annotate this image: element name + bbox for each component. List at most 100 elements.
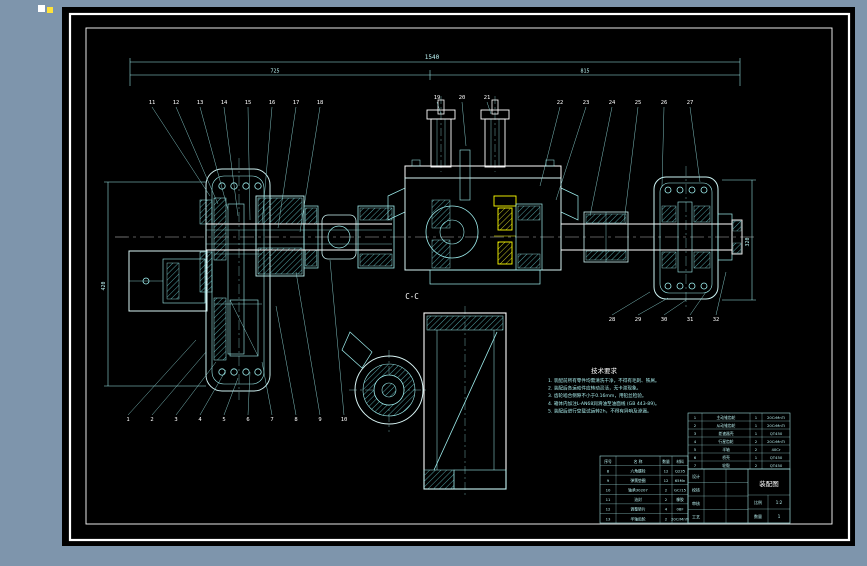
callout-label: 14 [221,100,228,106]
table-cell: QT450 [770,431,783,436]
callout-label: 25 [635,100,642,106]
leader-line [611,291,651,316]
leader-line [295,271,321,416]
leader-line [151,351,207,416]
callout-label: 9 [318,417,321,423]
table-cell: Q235 [675,468,686,473]
callout-label: 20 [459,95,466,101]
callout-label: 1 [126,417,129,423]
paper-sheet [62,7,855,546]
section-view [341,312,507,490]
callout-label: 30 [661,317,668,323]
callout-label: 13 [197,100,204,106]
dim-left-height: 420 [101,281,107,290]
notes-title: 技术要求 [591,366,618,375]
toolbar-icon[interactable] [38,5,53,13]
drawing-title: 装配图 [759,479,779,488]
callout-label: 19 [434,95,441,101]
table-cell: 轮毂 [722,463,730,468]
sign-label: 工艺 [692,515,700,520]
dim-right-height: 320 [745,237,751,246]
title-block-field: 1:2 [776,500,783,505]
leader-line [175,106,219,205]
leader-line [275,305,297,416]
table-cell: 4 [665,507,668,512]
table-cell: 4 [694,439,697,444]
callout-label: 23 [583,100,590,106]
table-cell: 11 [606,497,611,502]
table-cell: 1 [755,423,758,428]
table-cell: 油封 [634,497,642,502]
table-cell: 名 称 [634,459,643,464]
callout-label: 11 [149,100,156,106]
table-cell: 弹簧垫圈 [630,478,645,483]
leader-line [461,101,467,147]
callout-label: 12 [173,100,180,106]
leader-line [689,291,707,316]
table-cell: 13 [606,516,611,521]
table-cell: 20CrMnTi [767,415,785,420]
table-cell: 序号 [604,459,612,464]
table-cell: 20CrMnTi [671,516,689,521]
left-coupling [255,195,319,277]
table-cell: 主动锥齿轮 [717,415,736,420]
table-cell: 半轴 [722,447,730,452]
table-cell: 半轴齿轮 [630,516,645,521]
table-cell: 12 [664,468,669,473]
assembly-drawing [104,58,756,495]
table-cell: 20CrMnTi [767,423,785,428]
leader-line [223,106,239,217]
callout-label: 28 [609,317,616,323]
left-housing [199,168,271,392]
table-cell: 桥壳 [722,455,730,460]
leader-line [539,106,561,187]
inner-frame [85,27,833,525]
dim-total: 1540 [425,54,440,61]
leader-line [637,297,669,316]
leader-line [127,339,197,416]
callout-label: 24 [609,100,616,106]
table-cell: 2 [665,488,668,493]
sign-label: 审核 [692,500,700,506]
callout-label: 27 [687,100,694,106]
callout-label: 10 [341,417,348,423]
callout-label: 26 [661,100,668,106]
table-cell: 5 [694,447,697,452]
leader-line [277,106,297,229]
title-block-field: 比例 [754,499,762,505]
table-cell: 2 [755,447,758,452]
callout-label: 4 [198,417,202,423]
right-coupling [583,211,629,263]
dimension-lines [104,58,756,387]
table-cell: 20CrMnTi [767,439,785,444]
callout-label: 16 [269,100,276,106]
table-cell: 8 [607,468,610,473]
table-cell: 3 [694,431,697,436]
table-cell: GCr15 [674,488,687,493]
leader-line [261,106,273,225]
table-cell: 2 [755,463,758,468]
table-cell: 2 [665,497,668,502]
leader-line [199,369,227,416]
leader-line [689,106,701,183]
table-cell: 1 [755,455,758,460]
table-cell: 差速器壳 [718,431,733,436]
right-bearing-housing [653,176,743,300]
leader-line [436,101,442,115]
callout-label: 31 [687,317,694,323]
table-cell: 7 [694,463,697,468]
table-cell: 橡胶 [676,497,684,502]
notes-line: 1. 装配前所有零件均需清洗干净，不得有毛刺、铁屑。 [548,377,660,384]
leader-line [329,259,345,416]
dim-right: 815 [580,69,589,75]
table-cell: 1 [755,415,758,420]
dim-left: 725 [270,69,279,75]
callout-label: 17 [293,100,300,106]
callout-label: 8 [294,417,297,423]
table-cell: 2 [665,516,668,521]
callout-label: 22 [557,100,564,106]
